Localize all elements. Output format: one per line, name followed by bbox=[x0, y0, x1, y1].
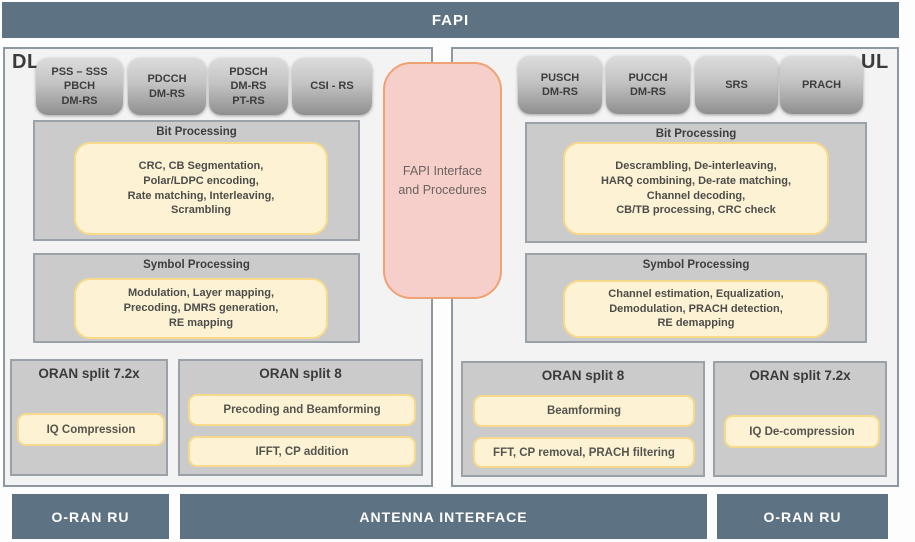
fapi-interface-line: and Procedures bbox=[398, 182, 487, 197]
ul-channel-srs: SRS bbox=[695, 56, 778, 114]
function-line: Polar/LDPC encoding, bbox=[143, 174, 259, 187]
function-line: Scrambling bbox=[171, 204, 231, 217]
antenna-interface-label: ANTENNA INTERFACE bbox=[359, 508, 528, 525]
dl-symbol-processing-box: Symbol Processing Modulation, Layer mapp… bbox=[33, 253, 360, 343]
ul-oran-split-72x-box: ORAN split 7.2x IQ De-compression bbox=[713, 361, 887, 477]
dl-precoding-beamforming: Precoding and Beamforming bbox=[188, 394, 416, 426]
channel-line: CSI - RS bbox=[310, 80, 354, 93]
dl-channel-pdcch-dmrs: PDCCH DM-RS bbox=[128, 58, 206, 115]
function-line: HARQ combining, De-rate matching, bbox=[600, 174, 792, 187]
ul-channel-pusch-dmrs: PUSCH DM-RS bbox=[518, 56, 602, 114]
ul-label: UL bbox=[861, 51, 889, 73]
ul-iq-decompression: IQ De-compression bbox=[724, 415, 880, 448]
ul-bit-processing-functions: Descrambling, De-interleaving, HARQ comb… bbox=[563, 142, 829, 235]
ul-symbol-processing-functions: Channel estimation, Equalization, Demodu… bbox=[563, 280, 829, 338]
oran-ru-right-bar: O-RAN RU bbox=[717, 494, 888, 539]
ul-fft-cp-removal-prach-filtering: FFT, CP removal, PRACH filtering bbox=[473, 437, 695, 468]
channel-line: PT-RS bbox=[232, 94, 265, 107]
channel-line: PSS – SSS bbox=[51, 66, 108, 79]
function-line: Demodulation, PRACH detection, bbox=[609, 302, 783, 315]
function-line: Channel decoding, bbox=[646, 189, 746, 202]
dl-bit-processing-title: Bit Processing bbox=[156, 126, 237, 138]
function-line: CB/TB processing, CRC check bbox=[616, 204, 776, 217]
channel-line: PUSCH bbox=[540, 71, 580, 84]
dl-channel-pdsch-dmrs-ptrs: PDSCH DM-RS PT-RS bbox=[209, 58, 288, 115]
ul-beamforming: Beamforming bbox=[473, 395, 695, 427]
dl-iq-compression: IQ Compression bbox=[17, 413, 165, 446]
ul-oran-split-8-title: ORAN split 8 bbox=[541, 368, 625, 383]
ul-channel-prach: PRACH bbox=[780, 56, 863, 114]
function-line: Descrambling, De-interleaving, bbox=[615, 159, 777, 172]
function-line: CRC, CB Segmentation, bbox=[138, 159, 264, 172]
dl-oran-split-72x-box: ORAN split 7.2x IQ Compression bbox=[10, 359, 168, 476]
channel-line: DM-RS bbox=[148, 87, 186, 100]
channel-line: DM-RS bbox=[629, 86, 667, 98]
function-line: RE mapping bbox=[168, 316, 234, 329]
channel-line: PBCH bbox=[63, 80, 96, 93]
dl-ifft-cp-addition: IFFT, CP addition bbox=[188, 436, 416, 467]
dl-oran-split-8-title: ORAN split 8 bbox=[259, 366, 342, 381]
dl-symbol-processing-title: Symbol Processing bbox=[143, 259, 250, 271]
channel-line: PDCCH bbox=[147, 73, 187, 86]
channel-line: DM-RS bbox=[541, 86, 579, 98]
function-line: Modulation, Layer mapping, bbox=[127, 287, 275, 300]
dl-oran-split-8-box: ORAN split 8 Precoding and Beamforming I… bbox=[178, 359, 423, 476]
ul-oran-split-72x-title: ORAN split 7.2x bbox=[749, 368, 851, 383]
channel-line: PDSCH bbox=[229, 66, 268, 79]
fapi-interface-box: FAPI Interface and Procedures bbox=[383, 62, 502, 299]
antenna-interface-bar: ANTENNA INTERFACE bbox=[180, 494, 707, 539]
channel-line: DM-RS bbox=[230, 80, 267, 93]
oran-ru-left-label: O-RAN RU bbox=[51, 508, 130, 525]
channel-line: DM-RS bbox=[61, 94, 98, 107]
fapi-top-bar: FAPI bbox=[2, 2, 899, 38]
oran-ru-right-label: O-RAN RU bbox=[763, 508, 842, 525]
dl-bit-processing-box: Bit Processing CRC, CB Segmentation, Pol… bbox=[33, 120, 360, 241]
ul-symbol-processing-box: Symbol Processing Channel estimation, Eq… bbox=[525, 253, 867, 343]
dl-channel-csi-rs: CSI - RS bbox=[292, 58, 372, 115]
oran-ru-left-bar: O-RAN RU bbox=[12, 494, 169, 539]
ul-oran-split-8-box: ORAN split 8 Beamforming FFT, CP removal… bbox=[461, 361, 705, 477]
ul-bit-processing-box: Bit Processing Descrambling, De-interlea… bbox=[525, 122, 867, 243]
channel-line: PUCCH bbox=[628, 71, 668, 84]
dl-oran-split-72x-title: ORAN split 7.2x bbox=[38, 366, 140, 381]
fapi-top-bar-label: FAPI bbox=[431, 11, 470, 29]
function-line: Precoding, DMRS generation, bbox=[123, 302, 279, 315]
ul-channel-pucch-dmrs: PUCCH DM-RS bbox=[606, 56, 690, 114]
dl-channel-pss-sss-pbch-dmrs: PSS – SSS PBCH DM-RS bbox=[36, 58, 123, 115]
fapi-interface-line: FAPI Interface bbox=[402, 164, 483, 179]
dl-label: DL bbox=[12, 51, 40, 73]
channel-line: PRACH bbox=[801, 78, 842, 91]
function-line: Channel estimation, Equalization, bbox=[608, 287, 784, 300]
channel-line: SRS bbox=[725, 78, 748, 91]
ul-bit-processing-title: Bit Processing bbox=[655, 128, 737, 140]
function-line: Rate matching, Interleaving, bbox=[127, 189, 275, 202]
dl-bit-processing-functions: CRC, CB Segmentation, Polar/LDPC encodin… bbox=[74, 142, 328, 235]
function-line: RE demapping bbox=[657, 317, 735, 330]
ul-symbol-processing-title: Symbol Processing bbox=[642, 259, 750, 271]
dl-symbol-processing-functions: Modulation, Layer mapping, Precoding, DM… bbox=[74, 278, 328, 339]
